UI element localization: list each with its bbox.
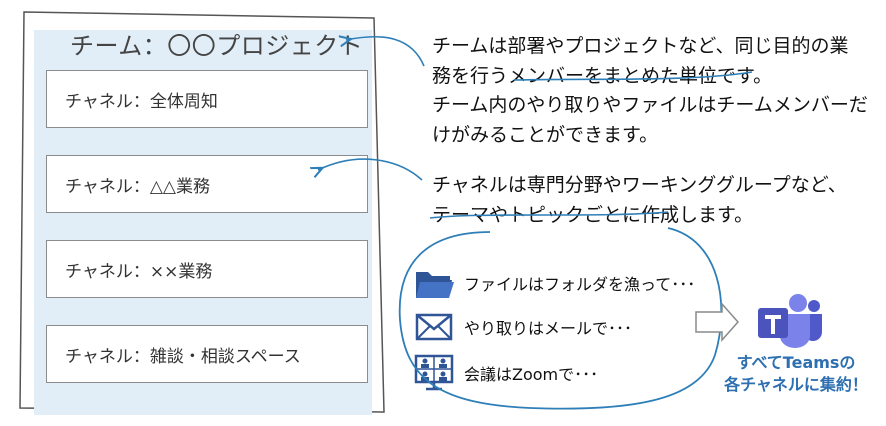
channel-item[interactable]: チャネル：雑談・相談スペース bbox=[46, 325, 368, 383]
folder-icon bbox=[414, 266, 454, 300]
before-item-label: ファイルはフォルダを漁って･･･ bbox=[464, 275, 696, 294]
team-explanation-line2: 務を行うメンバーをまとめた単位です。 bbox=[432, 65, 773, 87]
team-explanation-line1: チームは部署やプロジェクトなど、同じ目的の業 bbox=[432, 35, 849, 57]
teams-caption-line2: 各チャネルに集約！ bbox=[724, 375, 868, 394]
team-title: チーム：〇〇プロジェクト bbox=[70, 32, 364, 60]
before-item-mail: やり取りはメールで･･･ bbox=[414, 310, 632, 344]
channel-item[interactable]: チャネル：△△業務 bbox=[46, 155, 368, 213]
before-item-meeting: 会議はZoomで･･･ bbox=[414, 354, 599, 391]
before-item-label: 会議はZoomで･･･ bbox=[464, 365, 599, 384]
consolidate-arrow bbox=[695, 302, 740, 342]
before-item-label: やり取りはメールで･･･ bbox=[464, 319, 633, 338]
member-explanation-line1: チーム内のやり取りやファイルはチームメンバーだ bbox=[432, 94, 868, 116]
member-explanation: チーム内のやり取りやファイルはチームメンバーだ けがみることができます。 bbox=[432, 90, 868, 150]
channel-explanation-line2: テーマやトピックごとに作成します。 bbox=[432, 204, 754, 226]
channel-item[interactable]: チャネル：××業務 bbox=[46, 240, 368, 298]
video-conference-icon bbox=[414, 354, 454, 391]
mail-icon bbox=[414, 310, 454, 344]
teams-logo-icon bbox=[758, 294, 822, 348]
before-item-files: ファイルはフォルダを漁って･･･ bbox=[414, 266, 695, 300]
teams-caption-line1: すべてTeamsの bbox=[736, 353, 856, 372]
channel-item[interactable]: チャネル：全体周知 bbox=[46, 70, 368, 128]
teams-caption: すべてTeamsの 各チャネルに集約！ bbox=[716, 352, 876, 396]
team-explanation: チームは部署やプロジェクトなど、同じ目的の業 務を行うメンバーをまとめた単位です… bbox=[432, 31, 848, 91]
channel-explanation: チャネルは専門分野やワーキンググループなど、 テーマやトピックごとに作成します。 bbox=[432, 170, 847, 230]
member-explanation-line2: けがみることができます。 bbox=[432, 124, 659, 146]
channel-explanation-line1: チャネルは専門分野やワーキンググループなど、 bbox=[432, 174, 847, 196]
